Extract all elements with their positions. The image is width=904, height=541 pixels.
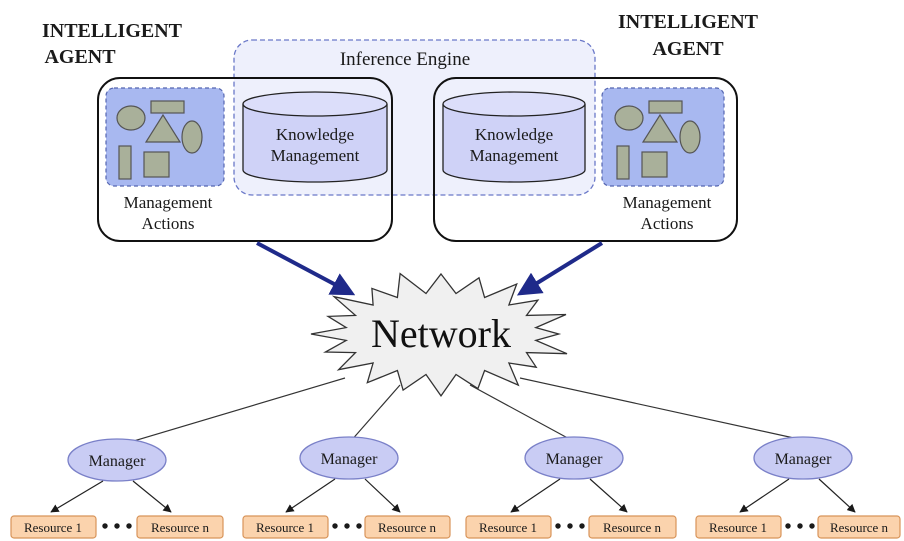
- agent-left-to-network-arrow: [256, 241, 356, 296]
- ellipse-shape-icon: [614, 105, 644, 131]
- manager-node[interactable]: [67, 438, 167, 482]
- bar-shape-icon: [118, 145, 132, 180]
- inference-engine-label: Inference Engine: [340, 49, 470, 70]
- agent-left-actions-line1: Management: [124, 193, 213, 212]
- resource-box[interactable]: [588, 515, 677, 539]
- manager-to-resource-arrow: [132, 480, 172, 513]
- resource-box[interactable]: [10, 515, 97, 539]
- agent-right-km-line2: Management: [470, 146, 559, 165]
- resource-last-label: Resource n: [151, 520, 210, 535]
- network-label: Network: [371, 311, 511, 356]
- square-shape-icon: [641, 151, 668, 178]
- agent-right-actions-line1: Management: [623, 193, 712, 212]
- agent-right-to-network-arrow: [516, 241, 604, 296]
- manager-to-resource-arrow: [739, 478, 790, 513]
- network-links: [116, 377, 804, 447]
- bar-shape-icon: [616, 145, 630, 180]
- resource-box[interactable]: [364, 515, 451, 539]
- manager-label: Manager: [89, 453, 147, 470]
- manager-to-resource-arrow: [50, 480, 104, 513]
- manager-group: Manager Resource 1 • • • Resource n: [242, 436, 451, 539]
- agent-right-actions-line2: Actions: [641, 214, 694, 233]
- agent-right: INTELLIGENT AGENT Knowledge Management M…: [433, 11, 759, 242]
- manager-to-resource-arrow: [510, 478, 561, 513]
- agent-left-actions-panel: [105, 87, 225, 187]
- agent-right-actions-panel: [601, 87, 725, 187]
- resource-first-label: Resource 1: [24, 520, 82, 535]
- ellipse-shape-icon: [116, 105, 146, 131]
- agent-right-km-line1: Knowledge: [475, 125, 553, 144]
- manager-to-resource-arrow: [364, 478, 401, 513]
- resource-ellipsis: • • •: [554, 516, 585, 538]
- agent-left-title-line1: INTELLIGENT: [42, 20, 183, 42]
- manager-node[interactable]: [524, 436, 624, 480]
- resource-ellipsis: • • •: [331, 516, 362, 538]
- agent-left: INTELLIGENT AGENT Management Actions Kno…: [42, 20, 393, 242]
- oval-shape-icon: [679, 120, 701, 154]
- network-link: [519, 377, 804, 441]
- oval-shape-icon: [181, 120, 203, 154]
- network-link: [349, 384, 401, 443]
- network-link: [116, 377, 346, 447]
- agent-left-km-line1: Knowledge: [276, 125, 354, 144]
- resource-ellipsis: • • •: [101, 516, 132, 538]
- manager-group: Manager Resource 1 • • • Resource n: [695, 436, 901, 539]
- manager-group: Manager Resource 1 • • • Resource n: [465, 436, 677, 539]
- agent-left-km-line2: Management: [271, 146, 360, 165]
- manager-label: Manager: [775, 451, 833, 468]
- rectangle-shape-icon: [648, 100, 683, 114]
- triangle-shape-icon: [144, 113, 182, 143]
- rectangle-shape-icon: [150, 100, 185, 114]
- resource-box[interactable]: [136, 515, 224, 539]
- manager-to-resource-arrow: [589, 478, 628, 513]
- agent-right-title-line2: AGENT: [652, 38, 724, 60]
- resource-first-label: Resource 1: [479, 520, 537, 535]
- agent-left-box: [97, 77, 393, 242]
- manager-group: Manager Resource 1 • • • Resource n: [10, 438, 224, 539]
- triangle-shape-icon: [641, 113, 679, 143]
- resource-first-label: Resource 1: [709, 520, 767, 535]
- manager-groups: Manager Resource 1 • • • Resource n Mana…: [10, 436, 901, 539]
- manager-label: Manager: [321, 451, 379, 468]
- agent-left-title-line2: AGENT: [44, 46, 116, 68]
- resource-last-label: Resource n: [830, 520, 889, 535]
- resource-box[interactable]: [465, 515, 552, 539]
- resource-first-label: Resource 1: [256, 520, 314, 535]
- agent-left-actions-line2: Actions: [142, 214, 195, 233]
- network-cloud: Network: [310, 272, 568, 398]
- network-link: [469, 384, 576, 443]
- resource-box[interactable]: [242, 515, 329, 539]
- resource-ellipsis: • • •: [784, 516, 815, 538]
- agent-right-knowledge-cylinder: [442, 91, 586, 183]
- manager-to-resource-arrow: [285, 478, 336, 513]
- resource-last-label: Resource n: [603, 520, 662, 535]
- resource-box[interactable]: [695, 515, 782, 539]
- resource-last-label: Resource n: [378, 520, 437, 535]
- manager-node[interactable]: [753, 436, 853, 480]
- agent-right-box: [433, 77, 738, 242]
- manager-node[interactable]: [299, 436, 399, 480]
- square-shape-icon: [143, 151, 170, 178]
- agent-right-title-line1: INTELLIGENT: [618, 11, 759, 33]
- agent-left-knowledge-cylinder: [242, 91, 388, 183]
- manager-to-resource-arrow: [818, 478, 856, 513]
- resource-box[interactable]: [817, 515, 901, 539]
- manager-label: Manager: [546, 451, 604, 468]
